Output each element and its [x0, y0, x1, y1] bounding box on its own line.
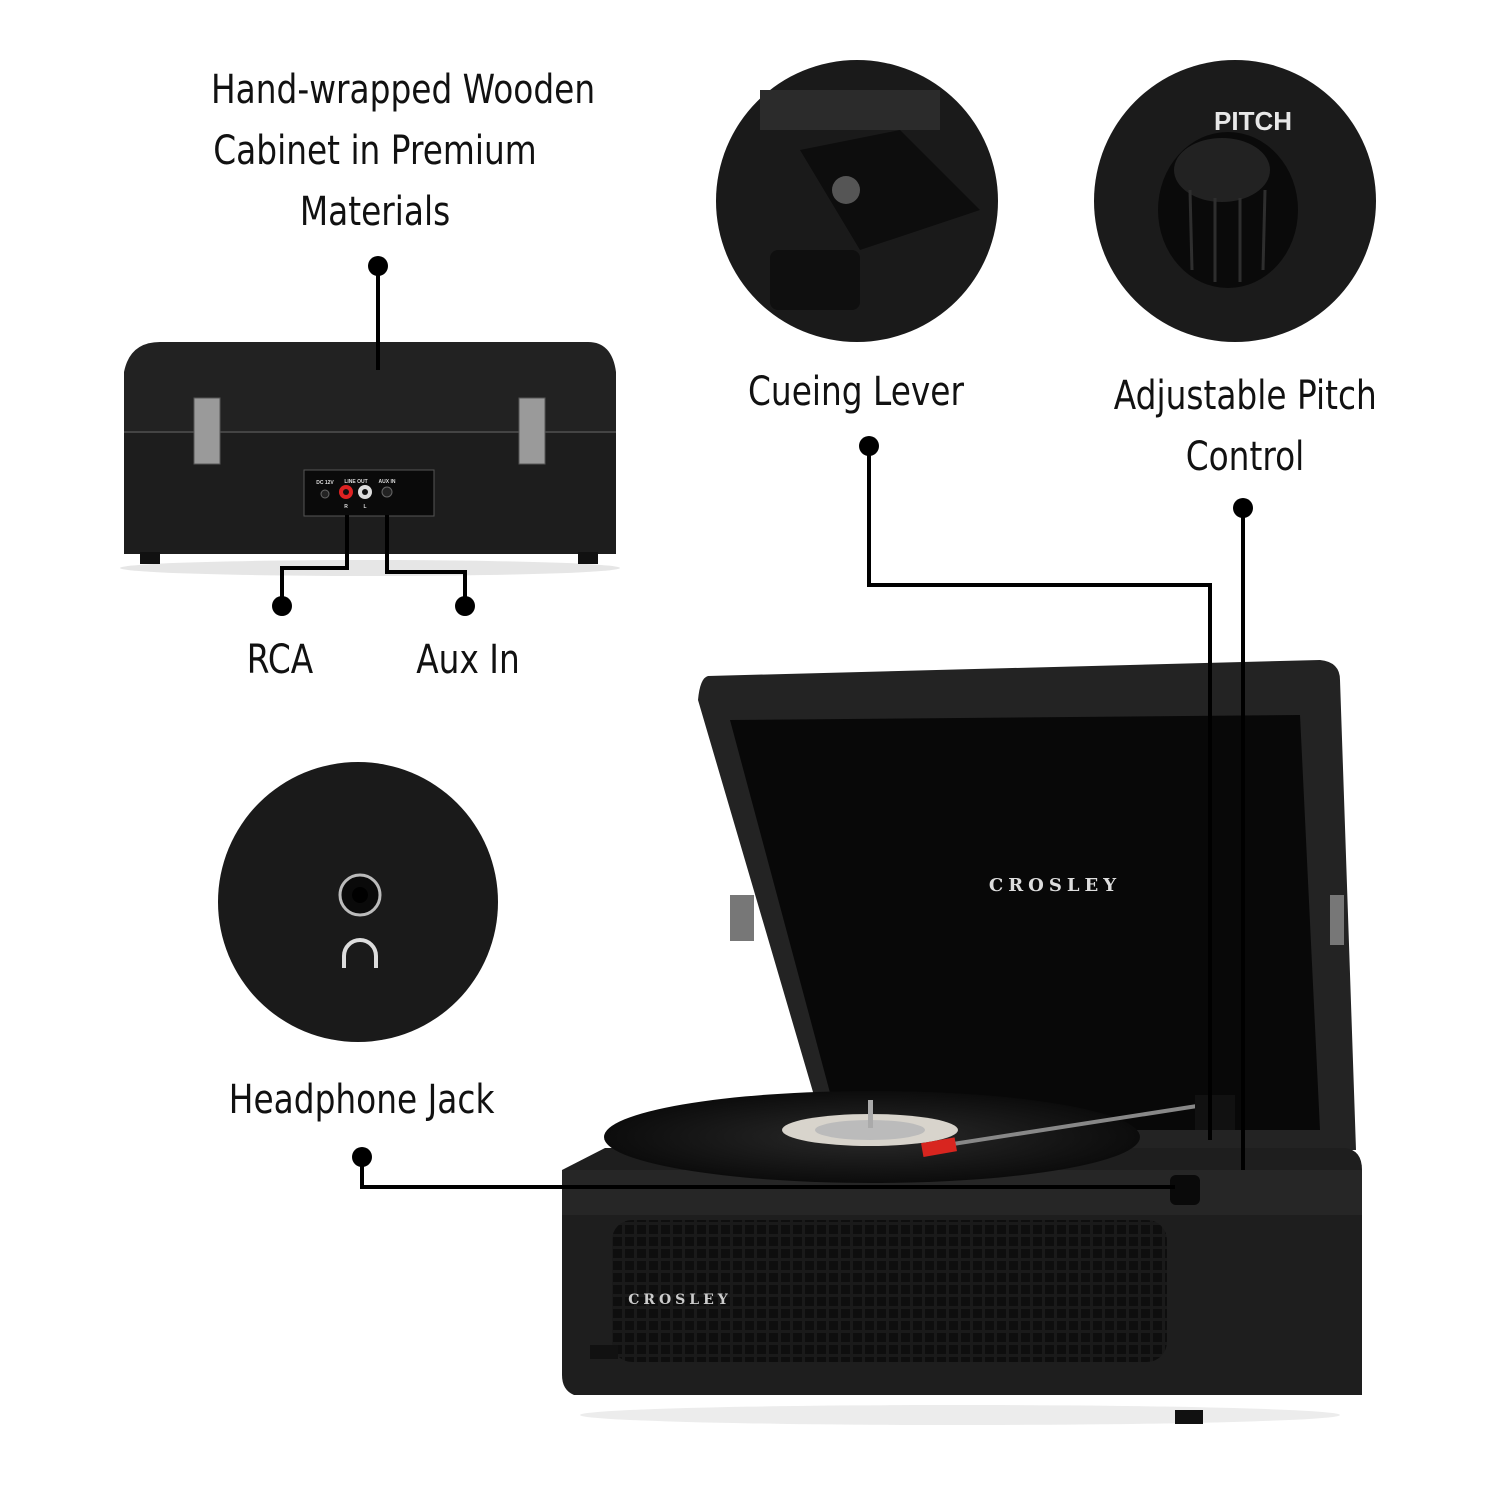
pitch-callout-line2: Control: [1185, 434, 1305, 480]
tonearm: [939, 1102, 1211, 1148]
front-brand-logo: CROSLEY: [628, 1292, 732, 1308]
back-panel-aux-in-label: AUX IN: [379, 479, 396, 485]
callout-dots: [272, 256, 1253, 1167]
pitch-control-closeup: PITCH: [1094, 60, 1376, 342]
cabinet-callout: Hand-wrapped Wooden Cabinet in Premium M…: [211, 60, 596, 243]
open-turntable: CROSLEY CROSLEY: [562, 660, 1362, 1425]
lid-brand-logo: CROSLEY: [989, 875, 1121, 896]
headphone-jack-closeup: [218, 762, 498, 1042]
cueing-lever-callout: Cueing Lever: [748, 369, 964, 415]
pitch-knob-label: PITCH: [1214, 106, 1292, 136]
cueing-lever-closeup: [716, 60, 998, 342]
headphone-jack-callout: Headphone Jack: [228, 1077, 495, 1123]
cabinet-callout-line2: Cabinet in Premium: [213, 128, 537, 174]
back-panel-right-label: R: [344, 504, 348, 510]
pitch-callout-line1: Adjustable Pitch: [1113, 373, 1377, 419]
rca-callout: RCA: [246, 637, 314, 683]
pitch-callout: Adjustable Pitch Control: [1113, 366, 1377, 488]
cabinet-callout-line1: Hand-wrapped Wooden: [211, 67, 596, 113]
back-panel-line-out-label: LINE OUT: [344, 479, 367, 485]
closed-case-back-view: DC 12V LINE OUT AUX IN R L: [120, 342, 620, 576]
back-panel-left-label: L: [363, 504, 366, 510]
cabinet-callout-line3: Materials: [299, 189, 451, 235]
back-panel-power-label: DC 12V: [316, 480, 334, 486]
headphone-icon: [342, 938, 378, 968]
aux-in-callout: Aux In: [416, 637, 520, 683]
